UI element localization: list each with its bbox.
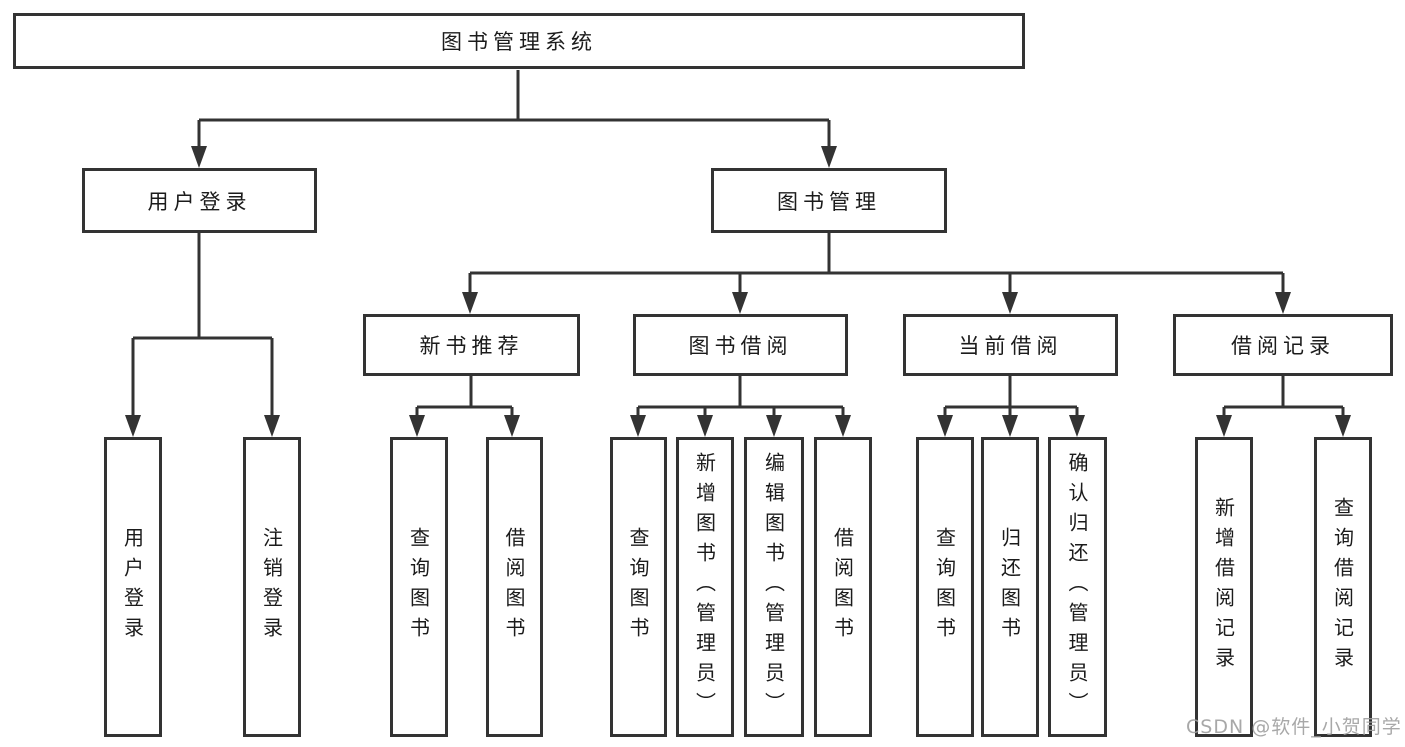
node-label: 新增借阅记录 — [1211, 497, 1236, 677]
node-label: 借阅记录 — [1231, 334, 1335, 358]
node-label: 查询图书 — [932, 527, 957, 647]
node-label: 查询借阅记录 — [1330, 497, 1355, 677]
leaf-add-books-admin: 新增图书（管理员） — [676, 437, 734, 737]
watermark: CSDN @软件_小贺同学 — [1186, 716, 1402, 738]
leaf-query-books-recommend: 查询图书 — [390, 437, 448, 737]
node-label: 新增图书（管理员） — [692, 452, 717, 722]
leaf-user-login: 用户登录 — [104, 437, 162, 737]
node-label: 借阅图书 — [830, 527, 855, 647]
node-label: 用户登录 — [147, 189, 252, 214]
node-label: 归还图书 — [997, 527, 1022, 647]
node-library-system: 图书管理系统 — [13, 13, 1025, 69]
node-label: 用户登录 — [120, 527, 145, 647]
leaf-borrow-books-recommend: 借阅图书 — [486, 437, 543, 737]
node-label: 图书借阅 — [688, 334, 793, 358]
node-label: 查询图书 — [626, 527, 650, 647]
leaf-query-books-current: 查询图书 — [916, 437, 974, 737]
node-new-book-recommendation: 新书推荐 — [363, 314, 580, 376]
leaf-query-books-borrow: 查询图书 — [610, 437, 667, 737]
leaf-return-books: 归还图书 — [981, 437, 1039, 737]
leaf-confirm-return-admin: 确认归还（管理员） — [1048, 437, 1107, 737]
node-label: 注销登录 — [259, 527, 284, 647]
node-label: 借阅图书 — [502, 527, 526, 647]
node-label: 图书管理 — [777, 189, 881, 214]
leaf-edit-books-admin: 编辑图书（管理员） — [744, 437, 804, 737]
node-borrowing-records: 借阅记录 — [1173, 314, 1393, 376]
node-label: 编辑图书（管理员） — [761, 452, 786, 722]
node-label: 确认归还（管理员） — [1065, 452, 1089, 722]
node-label: 查询图书 — [406, 527, 431, 647]
leaf-query-borrow-record: 查询借阅记录 — [1314, 437, 1372, 737]
leaf-borrow-books-borrow: 借阅图书 — [814, 437, 872, 737]
leaf-logout-login: 注销登录 — [243, 437, 301, 737]
connector-stems — [131, 70, 1345, 419]
node-current-borrowing: 当前借阅 — [903, 314, 1118, 376]
node-label: 图书管理系统 — [441, 30, 597, 54]
node-user-login: 用户登录 — [82, 168, 317, 233]
node-label: 当前借阅 — [958, 334, 1063, 358]
leaf-add-borrow-record: 新增借阅记录 — [1195, 437, 1253, 737]
node-label: 新书推荐 — [419, 334, 524, 358]
node-book-management: 图书管理 — [711, 168, 947, 233]
node-book-borrowing: 图书借阅 — [633, 314, 848, 376]
